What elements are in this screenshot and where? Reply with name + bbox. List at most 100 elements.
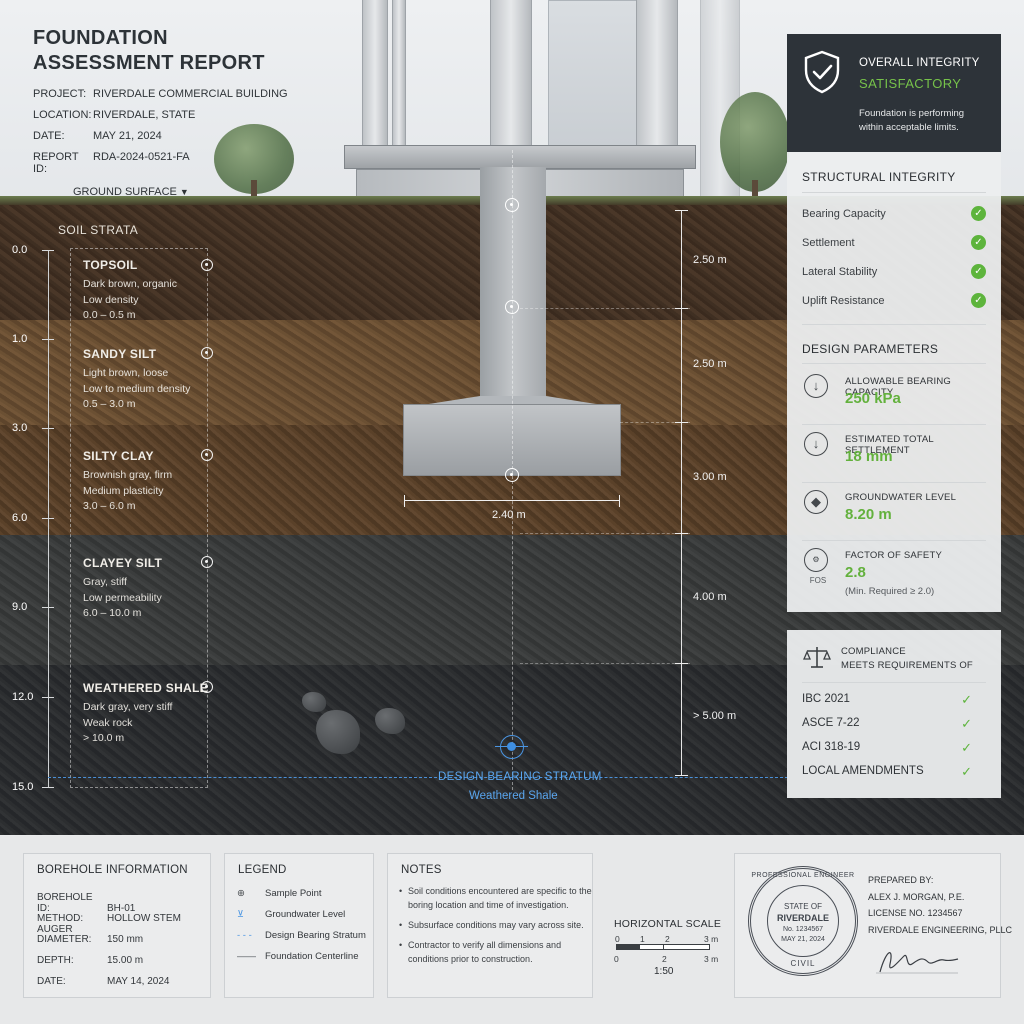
rock — [316, 710, 360, 754]
dimension-tick — [675, 210, 688, 211]
scale-tick-label: 3 m — [704, 954, 719, 964]
depth-dimension-line — [681, 210, 682, 775]
layer-sample-marker[interactable] — [201, 681, 213, 693]
layer-sandy-silt[interactable]: SANDY SILT Light brown, loose Low to med… — [83, 347, 191, 410]
tree-trunk — [752, 180, 758, 198]
sample-point-marker[interactable] — [505, 468, 519, 482]
check-lateral-stability: Lateral Stability✓ — [802, 264, 986, 279]
check-icon: ✓ — [971, 293, 986, 308]
divider — [802, 682, 986, 683]
layer-sample-marker[interactable] — [201, 449, 213, 461]
legend-card: LEGEND ⊕Sample Point ⊻Groundwater Level … — [224, 853, 374, 998]
dimension-label: 3.00 m — [693, 471, 727, 483]
scale-ratio: 1:50 — [654, 966, 674, 977]
design-parameters-title: DESIGN PARAMETERS — [802, 342, 939, 356]
check-icon: ✓ — [961, 764, 972, 779]
horizontal-scale-title: HORIZONTAL SCALE — [614, 918, 722, 930]
bearing-stratum-title: DESIGN BEARING STRATUM — [438, 771, 602, 783]
water-drop-icon: ◆ — [804, 490, 828, 514]
layer-boundary-line — [520, 533, 690, 534]
borehole-row: BOREHOLE ID:BH-01 — [37, 892, 136, 914]
layer-boundary-line — [620, 422, 690, 423]
check-icon: ✓ — [971, 206, 986, 221]
standard-item: ACI 318-19✓ — [802, 740, 972, 755]
scale-tick-label: 1 — [640, 934, 645, 944]
legend-item: ⊻Groundwater Level — [237, 909, 346, 920]
scale-tick-label: 2 — [665, 934, 670, 944]
depth-tick — [42, 339, 54, 340]
report-title: FOUNDATION ASSESSMENT REPORT — [33, 27, 265, 74]
depth-tick — [42, 250, 54, 251]
layer-boundary-line — [520, 308, 690, 309]
tree-trunk — [251, 180, 257, 198]
divider — [802, 540, 986, 541]
prepared-by: PREPARED BY: ALEX J. MORGAN, P.E. LICENS… — [868, 872, 1012, 938]
footing-width-label: 2.40 m — [492, 509, 526, 521]
check-icon: ✓ — [961, 716, 972, 731]
layer-sample-marker[interactable] — [201, 556, 213, 568]
compliance-subtitle: MEETS REQUIREMENTS OF — [841, 660, 973, 671]
note-item: Subsurface conditions may vary across si… — [399, 919, 598, 933]
divider — [802, 363, 986, 364]
layer-silty-clay[interactable]: SILTY CLAY Brownish gray, firm Medium pl… — [83, 449, 173, 512]
layer-sample-marker[interactable] — [201, 347, 213, 359]
meta-row-location: LOCATION:RIVERDALE, STATE — [33, 109, 196, 121]
depth-tick — [42, 428, 54, 429]
standard-item: LOCAL AMENDMENTS✓ — [802, 764, 972, 779]
notes-card: NOTES Soil conditions encountered are sp… — [387, 853, 593, 998]
integrity-description: Foundation is performing within acceptab… — [859, 108, 965, 133]
triangle-down-icon: ▼ — [179, 187, 189, 197]
signature — [876, 952, 959, 974]
borehole-row: METHOD:HOLLOW STEM AUGER — [37, 913, 181, 935]
dimension-tick — [675, 308, 688, 309]
fos-icon: ⚙ — [804, 548, 828, 572]
layer-weathered-shale[interactable]: WEATHERED SHALE Dark gray, very stiff We… — [83, 681, 208, 744]
scale-tick-label: 0 — [615, 934, 620, 944]
note-item: Soil conditions encountered are specific… — [399, 885, 598, 912]
layer-clayey-silt[interactable]: CLAYEY SILT Gray, stiff Low permeability… — [83, 556, 163, 619]
arrow-down-icon: ↓ — [804, 374, 828, 398]
depth-tick-label: 9.0 — [12, 601, 28, 613]
depth-tick-label: 15.0 — [12, 781, 34, 793]
check-icon: ✓ — [961, 692, 972, 707]
depth-tick-label: 3.0 — [12, 422, 28, 434]
prepared-label: PREPARED BY: — [868, 875, 934, 885]
building-column — [362, 0, 388, 146]
soil-strata-title: SOIL STRATA — [58, 223, 139, 237]
dimension-label: 4.00 m — [693, 591, 727, 603]
depth-tick — [42, 787, 54, 788]
sample-point-marker[interactable] — [505, 198, 519, 212]
shield-check-icon — [804, 50, 840, 94]
report-meta: PROJECT:RIVERDALE COMMERCIAL BUILDING LO… — [33, 88, 303, 175]
legend-item: - - -Design Bearing Stratum — [237, 930, 366, 941]
layer-sample-marker[interactable] — [201, 259, 213, 271]
solid-line-icon: —— — [237, 951, 256, 962]
depth-tick-label: 0.0 — [12, 244, 28, 256]
engineer-name: ALEX J. MORGAN, P.E. — [868, 891, 965, 902]
balance-scale-icon — [803, 647, 831, 668]
borehole-row: DATE:MAY 14, 2024 — [37, 976, 170, 987]
depth-tick — [42, 607, 54, 608]
compliance-card: COMPLIANCE MEETS REQUIREMENTS OF IBC 202… — [787, 630, 1001, 798]
building-glass — [548, 0, 638, 146]
seal-ring-top: PROFESSIONAL ENGINEER — [751, 872, 855, 879]
ground-surface-label: GROUND SURFACE▼ — [73, 186, 189, 198]
dimension-tick — [675, 422, 688, 423]
dimension-tick — [675, 775, 688, 776]
footing-base — [403, 404, 621, 476]
strata-legend-box — [70, 248, 208, 788]
dimension-label: > 5.00 m — [693, 710, 737, 722]
target-icon[interactable] — [495, 735, 528, 759]
overall-integrity-card: OVERALL INTEGRITY SATISFACTORY Foundatio… — [787, 34, 1001, 152]
engineer-seal: PROFESSIONAL ENGINEER STATE OF RIVERDALE… — [748, 866, 858, 976]
integrity-label: OVERALL INTEGRITY — [859, 57, 980, 69]
design-bearing-stratum-line — [48, 777, 788, 778]
legend-item: ⊕Sample Point — [237, 888, 322, 899]
check-uplift-resistance: Uplift Resistance✓ — [802, 293, 986, 308]
depth-tick-label: 12.0 — [12, 691, 34, 703]
engineer-firm: RIVERDALE ENGINEERING, PLLC — [868, 924, 1013, 935]
dimension-label: 2.50 m — [693, 358, 727, 370]
compliance-title: COMPLIANCE — [841, 646, 906, 657]
sample-point-marker[interactable] — [505, 300, 519, 314]
layer-topsoil[interactable]: TOPSOIL Dark brown, organic Low density … — [83, 258, 177, 321]
